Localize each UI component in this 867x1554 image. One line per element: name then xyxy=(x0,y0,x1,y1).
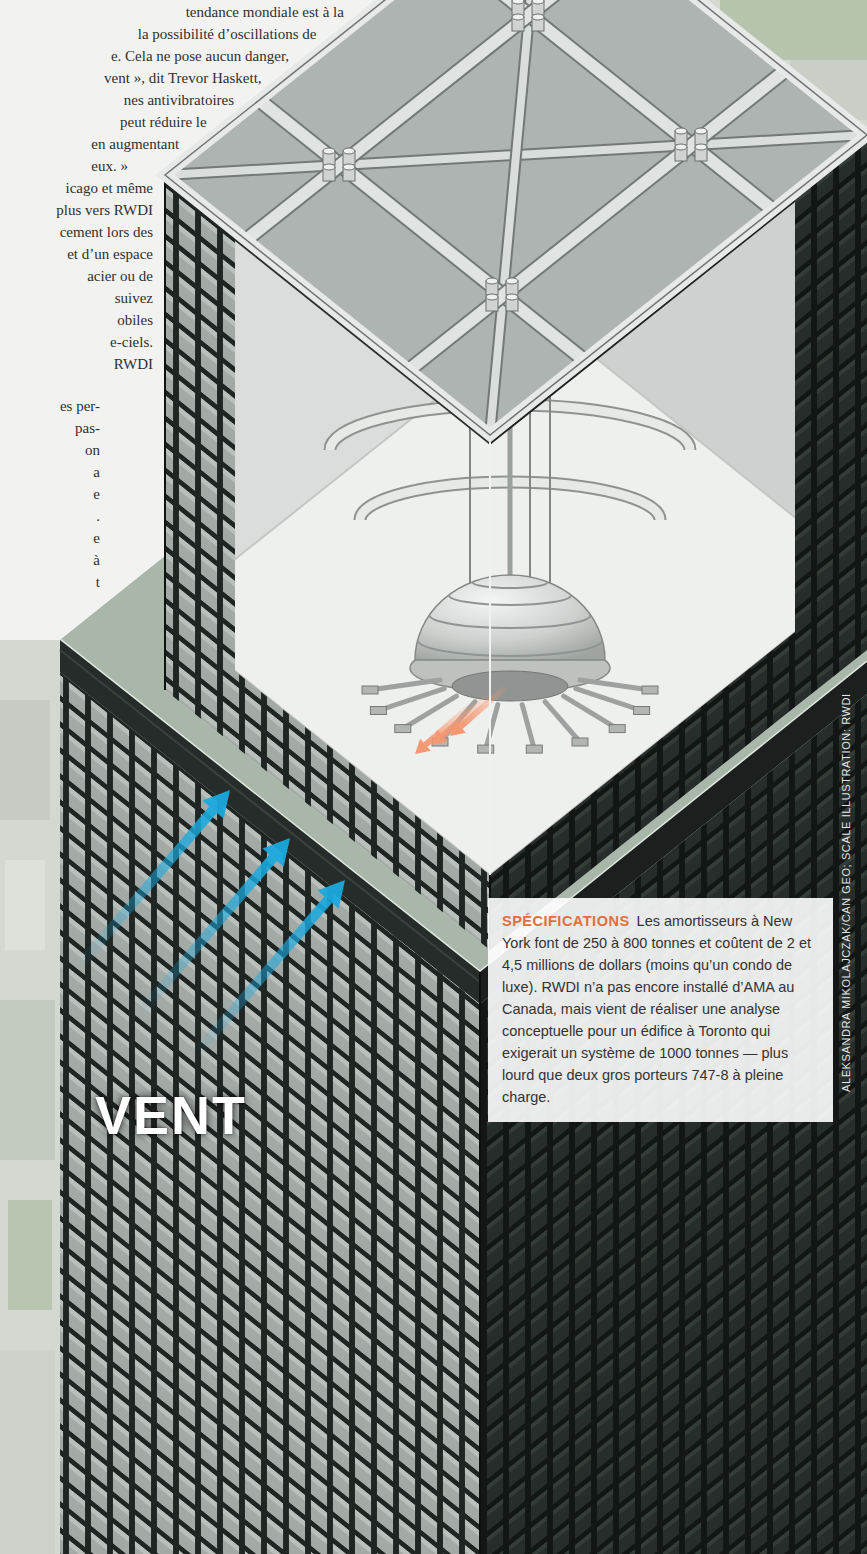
article-text-fragment: eux. » xyxy=(91,156,128,176)
specs-body: Les amortisseurs à New York font de 250 … xyxy=(502,913,811,1105)
article-text-fragment: vent », dit Trevor Haskett, xyxy=(104,68,262,88)
article-text-fragment: e. Cela ne pose aucun danger, xyxy=(111,46,289,66)
article-text-fragment: cement lors des xyxy=(60,222,153,242)
article-text-fragment: a xyxy=(93,462,100,482)
article-text-fragment: et d’un espace xyxy=(67,244,153,264)
article-text-fragment: on xyxy=(85,440,100,460)
article-text-fragment: en augmentant xyxy=(91,134,179,154)
article-text-fragment: es per- xyxy=(60,396,100,416)
article-text-fragment: plus vers RWDI xyxy=(56,200,153,220)
article-text-fragment: e xyxy=(93,484,100,504)
steel-frame xyxy=(165,0,867,435)
article-text-fragment: e xyxy=(93,528,100,548)
article-text-fragment: icago et même xyxy=(66,178,153,198)
article-text-fragment: nes antivibratoires xyxy=(124,90,234,110)
article-text-fragment: peut réduire le xyxy=(120,112,207,132)
wind-label: VENT xyxy=(95,1085,247,1145)
article-text-fragment: tendance mondiale est à la xyxy=(186,2,344,22)
specs-heading: SPÉCIFICATIONS xyxy=(502,913,630,929)
article-text-fragment: RWDI xyxy=(114,354,153,374)
article-text-fragment: e-ciels. xyxy=(110,332,153,352)
credit-line: ALEKSANDRA MIKOLAJCZAK/CAN GEO; SCALE IL… xyxy=(840,693,853,1092)
article-text-fragment: pas- xyxy=(75,418,100,438)
article-text-fragment: acier ou de xyxy=(87,266,153,286)
article-text-fragment: à xyxy=(93,550,100,570)
article-text-fragment: suivez xyxy=(115,288,153,308)
specs-box: SPÉCIFICATIONSLes amortisseurs à New Yor… xyxy=(488,898,833,1122)
article-text-fragment: . xyxy=(96,506,100,526)
article-text-fragment: t xyxy=(96,572,100,592)
article-text-fragment: obiles xyxy=(117,310,153,330)
wind-arrows xyxy=(80,790,345,1055)
article-text-fragment: la possibilité d’oscillations de xyxy=(138,24,317,44)
